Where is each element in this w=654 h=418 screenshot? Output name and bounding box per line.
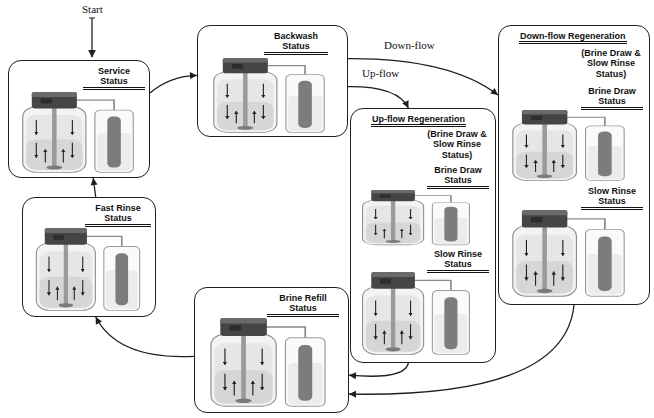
status-box: Fast Rinse Status [22,197,156,317]
status-title: Fast Rinse Status [85,203,151,227]
flow-arrow [91,178,98,197]
flow-arrow [348,87,409,108]
flow-arrow [150,72,197,93]
flow-label: Up-flow [360,67,401,79]
status-label: (Brine Draw & Slow Rinse Status) [423,129,491,160]
status-label: Slow Rinse Status [427,249,489,273]
start-label: Start [80,3,105,15]
status-label: Brine Draw Status [581,86,643,110]
status-label: (Brine Draw & Slow Rinse Status) [577,48,645,79]
status-title: Up-flow Regeneration [371,114,466,127]
status-box: Backwash Status [197,25,348,137]
status-title: Down-flow Regeneration [519,31,627,44]
flow-arrow [349,305,574,398]
flow-arrow [348,59,498,95]
status-title: Service Status [83,66,145,90]
status-box: Brine Refill Status [194,287,349,413]
flow-arrow [96,317,194,357]
flow-label: Down-flow [382,39,437,51]
status-title: Backwash Status [264,31,328,55]
status-label: Brine Draw Status [427,165,489,189]
status-box: Down-flow Regeneration (Brine Draw & Slow… [498,25,650,305]
status-title: Brine Refill Status [267,293,339,317]
flow-arrow [349,363,408,379]
status-box: Up-flow Regeneration (Brine Draw & Slow R… [350,108,496,363]
status-label: Slow Rinse Status [581,186,643,210]
status-box: Service Status [8,60,150,178]
